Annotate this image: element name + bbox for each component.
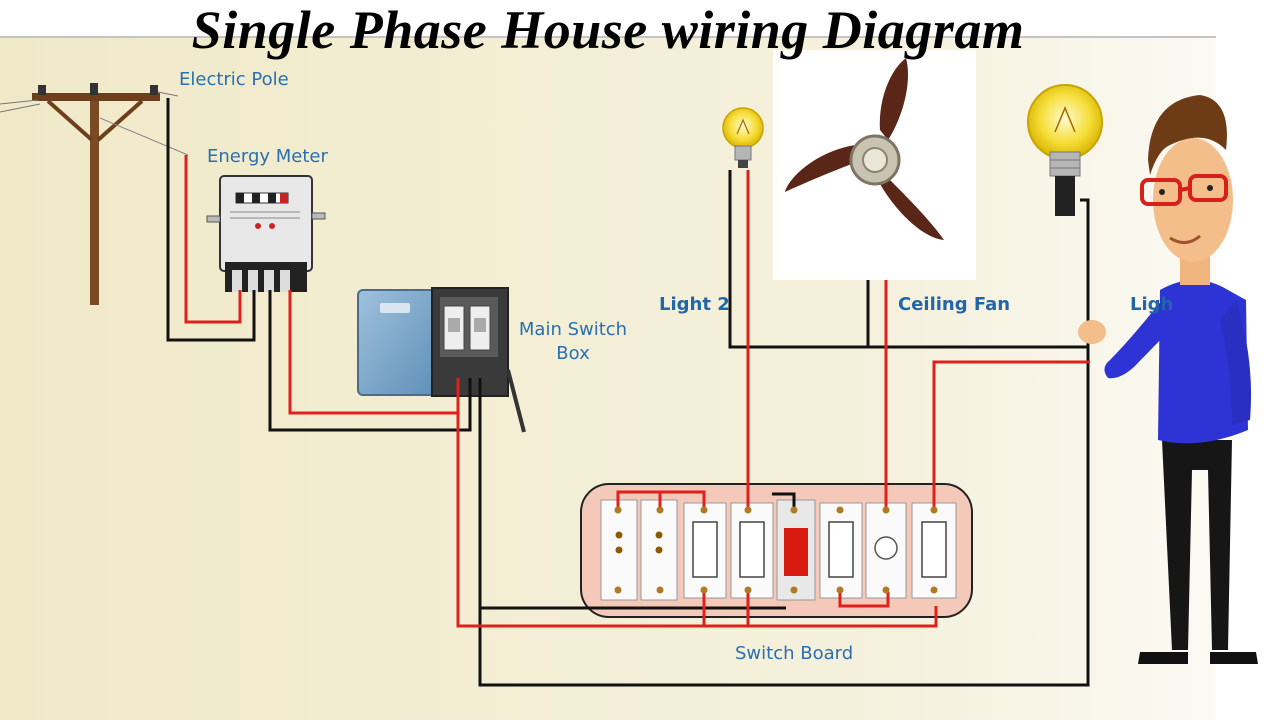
electric-pole-icon: [0, 83, 189, 305]
label-ceiling-fan: Ceiling Fan: [898, 294, 1011, 315]
neutral-wires: [166, 98, 1090, 687]
label-light-2: Light 2: [659, 294, 730, 315]
label-electric-pole: Electric Pole: [179, 69, 289, 90]
bulb-icon: [722, 107, 764, 168]
ceiling-fan-icon: [773, 50, 976, 280]
phase-wires: [184, 155, 1090, 628]
label-main-switch-box: Main Switch Box: [518, 318, 628, 366]
main-switch-box-icon: [357, 287, 526, 433]
label-energy-meter: Energy Meter: [207, 146, 328, 167]
switch-board: [580, 483, 973, 618]
page-title: Single Phase House wiring Diagram: [191, 0, 1025, 60]
label-switch-board: Switch Board: [735, 643, 854, 664]
label-main-switch-line2: Box: [556, 343, 590, 364]
label-main-switch-line1: Main Switch: [518, 319, 628, 340]
presenter-character-icon: [1078, 95, 1258, 664]
energy-meter-icon: [206, 175, 326, 292]
terminal-screws: [614, 506, 938, 594]
bulb-icon: [1027, 84, 1103, 216]
label-light-1: Ligh: [1130, 294, 1174, 315]
